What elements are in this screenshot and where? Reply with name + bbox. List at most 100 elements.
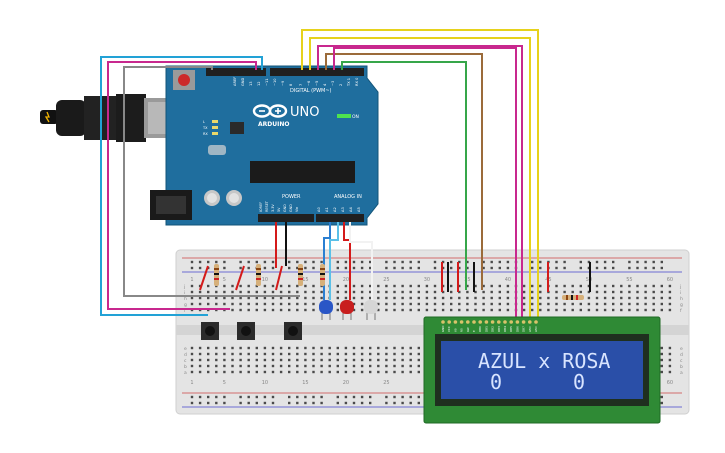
breadboard-hole[interactable] (344, 290, 348, 294)
rail-hole[interactable] (255, 395, 258, 399)
breadboard-hole[interactable] (644, 296, 647, 300)
breadboard-hole[interactable] (207, 346, 210, 350)
breadboard-hole[interactable] (344, 284, 348, 288)
breadboard-hole[interactable] (587, 296, 591, 300)
breadboard-hole[interactable] (466, 284, 469, 288)
lcd-pin[interactable] (528, 320, 532, 324)
rail-hole[interactable] (636, 260, 639, 264)
breadboard-hole[interactable] (215, 290, 218, 294)
breadboard-hole[interactable] (239, 358, 242, 362)
breadboard-hole[interactable] (231, 370, 234, 374)
lcd-pin[interactable] (447, 320, 452, 324)
rail-hole[interactable] (360, 401, 364, 405)
rail-hole[interactable] (401, 401, 404, 405)
breadboard-hole[interactable] (231, 308, 234, 312)
breadboard-hole[interactable] (279, 364, 283, 368)
breadboard-hole[interactable] (247, 352, 250, 356)
breadboard-hole[interactable] (255, 302, 258, 306)
breadboard-hole[interactable] (506, 296, 510, 300)
rail-hole[interactable] (652, 266, 655, 270)
breadboard-hole[interactable] (336, 302, 339, 306)
breadboard-hole[interactable] (336, 352, 339, 356)
rail-hole[interactable] (352, 260, 356, 264)
rail-hole[interactable] (239, 260, 242, 264)
breadboard-hole[interactable] (587, 302, 591, 306)
breadboard-hole[interactable] (458, 308, 461, 312)
rail-hole[interactable] (385, 260, 388, 264)
breadboard-hole[interactable] (223, 358, 226, 362)
rail-hole[interactable] (344, 395, 348, 399)
breadboard-hole[interactable] (247, 302, 250, 306)
rail-hole[interactable] (263, 260, 267, 264)
breadboard-hole[interactable] (571, 284, 574, 288)
breadboard-hole[interactable] (474, 284, 477, 288)
breadboard-hole[interactable] (190, 302, 194, 306)
rail-hole[interactable] (304, 401, 307, 405)
rail-hole[interactable] (247, 401, 250, 405)
rail-hole[interactable] (344, 401, 348, 405)
breadboard-hole[interactable] (612, 296, 615, 300)
breadboard-hole[interactable] (555, 302, 558, 306)
rail-hole[interactable] (198, 401, 202, 405)
breadboard-hole[interactable] (352, 370, 356, 374)
breadboard-hole[interactable] (547, 296, 550, 300)
breadboard-hole[interactable] (263, 302, 267, 306)
led-blue[interactable] (319, 300, 333, 320)
breadboard-hole[interactable] (506, 284, 510, 288)
rail-hole[interactable] (498, 260, 501, 264)
rail-hole[interactable] (506, 260, 510, 264)
rail-hole[interactable] (320, 260, 323, 264)
breadboard-hole[interactable] (522, 284, 526, 288)
breadboard-hole[interactable] (296, 346, 299, 350)
rail-hole[interactable] (612, 260, 615, 264)
breadboard-hole[interactable] (644, 290, 647, 294)
breadboard-hole[interactable] (652, 296, 655, 300)
rail-hole[interactable] (595, 260, 599, 264)
push-button[interactable] (201, 322, 219, 340)
rail-hole[interactable] (247, 395, 250, 399)
breadboard-hole[interactable] (490, 290, 493, 294)
breadboard-hole[interactable] (360, 364, 364, 368)
lcd-pin[interactable] (509, 320, 513, 324)
breadboard-hole[interactable] (190, 364, 194, 368)
breadboard-hole[interactable] (620, 290, 623, 294)
breadboard-hole[interactable] (660, 284, 663, 288)
rail-hole[interactable] (482, 266, 485, 270)
breadboard-hole[interactable] (255, 358, 258, 362)
rail-hole[interactable] (288, 395, 291, 399)
breadboard-hole[interactable] (393, 290, 396, 294)
breadboard-hole[interactable] (441, 290, 445, 294)
rail-hole[interactable] (393, 395, 396, 399)
breadboard-hole[interactable] (271, 358, 275, 362)
rail-hole[interactable] (393, 401, 396, 405)
breadboard-hole[interactable] (668, 296, 672, 300)
breadboard-hole[interactable] (352, 352, 356, 356)
rail-hole[interactable] (304, 260, 307, 264)
breadboard-hole[interactable] (328, 346, 331, 350)
breadboard-hole[interactable] (393, 284, 396, 288)
breadboard-hole[interactable] (409, 364, 412, 368)
breadboard-hole[interactable] (571, 302, 574, 306)
breadboard-hole[interactable] (223, 290, 226, 294)
breadboard-hole[interactable] (425, 302, 429, 306)
breadboard-hole[interactable] (450, 302, 453, 306)
breadboard-hole[interactable] (352, 302, 356, 306)
breadboard-hole[interactable] (425, 284, 429, 288)
breadboard-hole[interactable] (207, 352, 210, 356)
breadboard-hole[interactable] (279, 308, 283, 312)
breadboard-hole[interactable] (498, 296, 501, 300)
breadboard-hole[interactable] (344, 346, 348, 350)
breadboard-hole[interactable] (401, 364, 404, 368)
breadboard-hole[interactable] (369, 364, 372, 368)
breadboard-hole[interactable] (385, 296, 388, 300)
rail-hole[interactable] (401, 266, 404, 270)
breadboard-hole[interactable] (223, 302, 226, 306)
breadboard-hole[interactable] (474, 302, 477, 306)
breadboard-hole[interactable] (466, 308, 469, 312)
breadboard-hole[interactable] (352, 290, 356, 294)
rail-hole[interactable] (595, 266, 599, 270)
lcd-pin[interactable] (490, 320, 495, 324)
breadboard-hole[interactable] (369, 296, 372, 300)
breadboard-hole[interactable] (628, 302, 631, 306)
lcd-pin[interactable] (484, 320, 489, 324)
